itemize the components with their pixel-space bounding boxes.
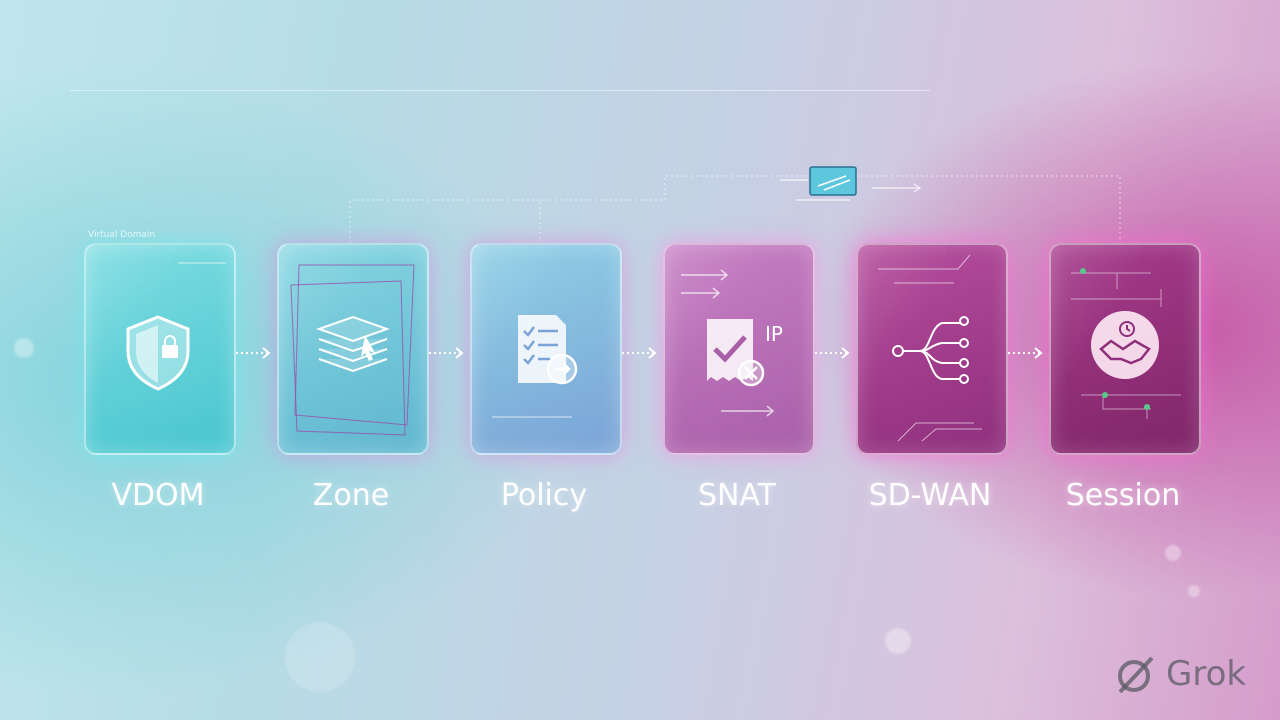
layers-cursor-icon — [290, 264, 415, 436]
step-label-snat: SNAT — [697, 478, 776, 513]
receipt-check-ip-icon: IP — [681, 269, 783, 417]
step-card-snat[interactable]: IP — [663, 243, 815, 455]
shield-lock-icon — [126, 262, 226, 391]
step-label-zone: Zone — [312, 478, 390, 513]
checklist-arrow-icon — [492, 315, 578, 418]
flow-arrow-icon — [815, 347, 850, 359]
flow-arrow-icon — [236, 347, 271, 359]
step-card-zone[interactable] — [277, 243, 429, 455]
step-card-session[interactable] — [1049, 243, 1201, 455]
bokeh-light — [1188, 585, 1200, 597]
step-label-policy: Policy — [500, 478, 588, 513]
flow-arrow-icon — [429, 347, 464, 359]
step-label-session: Session — [1065, 478, 1181, 513]
flow-arrow-icon — [1008, 347, 1043, 359]
bokeh-light — [14, 338, 34, 358]
grok-logo-icon — [1118, 656, 1154, 694]
svg-text:IP: IP — [765, 322, 783, 346]
step-label-sd-wan: SD-WAN — [868, 478, 992, 513]
step-label-vdom: VDOM — [111, 478, 205, 513]
bokeh-light — [885, 628, 911, 654]
top-caption: Virtual Domain — [88, 230, 156, 240]
bokeh-light — [285, 622, 355, 692]
monitor-icon — [809, 166, 857, 196]
bokeh-light — [1165, 545, 1181, 561]
handshake-clock-icon — [1071, 268, 1181, 419]
step-card-vdom[interactable] — [84, 243, 236, 455]
branching-paths-icon — [878, 254, 982, 442]
watermark-text: Grok — [1166, 654, 1247, 694]
flow-arrow-icon — [622, 347, 657, 359]
decorative-line — [70, 90, 930, 91]
grok-watermark: Grok — [1112, 650, 1246, 698]
step-card-sd-wan[interactable] — [856, 243, 1008, 455]
step-card-policy[interactable] — [470, 243, 622, 455]
